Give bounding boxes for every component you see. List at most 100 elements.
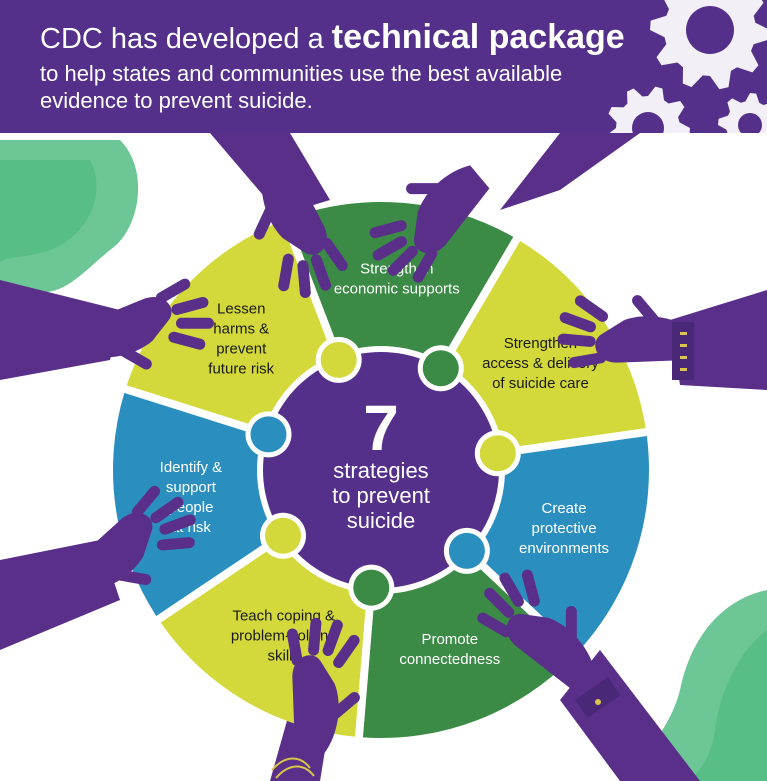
strategy-label-line: harms &	[213, 320, 269, 337]
finger-icon	[286, 628, 303, 667]
bracelet-icon	[275, 765, 315, 779]
cuff-stitch-icon	[680, 368, 687, 371]
watercolor-decoration	[0, 140, 767, 781]
finger-icon	[372, 236, 407, 261]
puzzle-knob	[353, 569, 390, 606]
header-banner: CDC has developed a technical package to…	[0, 0, 767, 133]
strategy-segment-3	[471, 436, 649, 651]
finger-icon	[477, 612, 512, 638]
finger-icon	[484, 587, 515, 618]
strategy-label-line: of suicide care	[492, 375, 589, 392]
gear-tiny-icon	[718, 93, 767, 133]
finger-icon	[568, 352, 607, 369]
thumb-icon	[565, 606, 577, 643]
thumb-icon	[119, 346, 152, 370]
arm-bottom-right	[560, 650, 700, 781]
puzzle-knob	[250, 416, 287, 453]
thumb-icon	[115, 569, 152, 586]
header-headline-prefix: CDC has developed a	[40, 23, 332, 55]
thumb-icon	[329, 692, 360, 720]
palm-icon	[595, 316, 694, 363]
finger-icon	[559, 312, 597, 333]
strategy-label-line: Teach coping &	[232, 608, 335, 625]
puzzle-knob	[320, 341, 357, 378]
strategy-segment-1	[288, 201, 514, 365]
finger-icon	[297, 260, 311, 299]
strategy-label-line: protective	[532, 520, 597, 537]
strategy-label-line: environments	[519, 540, 609, 557]
palm-icon	[506, 614, 595, 690]
cuff-stitch-icon	[680, 332, 687, 335]
hand-bottom-left-icon	[69, 485, 196, 593]
arm-right	[670, 290, 767, 390]
strategy-segments	[113, 201, 649, 738]
finger-icon	[156, 537, 195, 551]
finger-icon	[278, 253, 294, 292]
strategy-label-line: connectedness	[399, 651, 500, 668]
palm-icon	[69, 512, 153, 593]
finger-icon	[499, 572, 524, 607]
header-subline: to help states and communities use the b…	[40, 60, 562, 114]
strategy-label-line: Identify &	[160, 459, 223, 476]
sleeve-cuff-bottom-right	[575, 677, 621, 719]
finger-icon	[412, 248, 438, 283]
watercolor-bottom-right-inner	[690, 630, 767, 781]
strategy-label-line: economic supports	[334, 281, 460, 298]
puzzle-knob	[422, 350, 459, 387]
finger-icon	[308, 617, 322, 656]
watercolor-bottom-right	[620, 590, 767, 781]
header-subline-2: evidence to prevent suicide.	[40, 88, 313, 113]
hand-top-left-icon	[253, 163, 348, 299]
strategy-segment-4	[362, 555, 574, 738]
strategy-label-4: Promote connectedness	[399, 631, 500, 668]
bracelet-icon	[271, 757, 311, 771]
gear-large-icon	[650, 0, 767, 90]
strategy-segment-6	[113, 392, 280, 616]
finger-icon	[159, 514, 196, 535]
finger-icon	[322, 619, 343, 657]
hand-right-icon	[557, 295, 694, 369]
strategy-label-line: Promote	[421, 631, 478, 648]
center-text-1: strategies	[333, 458, 428, 483]
gear-small-icon	[608, 86, 690, 133]
finger-icon	[369, 220, 407, 239]
header-headline: CDC has developed a technical package	[40, 18, 625, 57]
thumb-icon	[253, 205, 276, 240]
finger-icon	[150, 496, 184, 524]
puzzle-knob	[265, 517, 302, 554]
hand-top-right-icon	[369, 165, 490, 283]
finger-icon	[168, 331, 206, 350]
cuff-stitch-icon	[680, 344, 687, 347]
thumb-icon	[632, 295, 660, 326]
center-text-2: to prevent	[332, 483, 430, 508]
hand-bottom-icon	[286, 617, 360, 754]
hub-disc	[263, 352, 499, 588]
arm-top-right	[500, 133, 640, 210]
cuff-stitch-icon	[680, 356, 687, 359]
sleeve-cuff-right	[672, 322, 694, 380]
palm-icon	[292, 655, 339, 754]
finger-icon	[175, 317, 214, 329]
strategy-label-line: future risk	[208, 360, 274, 377]
finger-icon	[333, 634, 360, 669]
center-number: 7	[363, 392, 399, 464]
strategy-label-line: Lessen	[217, 300, 265, 317]
hand-bottom-right-icon	[477, 569, 595, 690]
strategy-label-line: support	[166, 479, 217, 496]
palm-icon	[78, 297, 172, 358]
puzzle-knob	[479, 435, 516, 472]
finger-icon	[171, 296, 209, 315]
watercolor-top-left-inner	[0, 160, 97, 262]
watercolor-top-left	[0, 140, 139, 310]
palm-icon	[414, 165, 490, 254]
finger-icon	[574, 295, 609, 322]
finger-icon	[131, 485, 161, 518]
hands-layer	[69, 163, 694, 779]
header-subline-1: to help states and communities use the b…	[40, 61, 563, 86]
finger-icon	[387, 245, 418, 276]
